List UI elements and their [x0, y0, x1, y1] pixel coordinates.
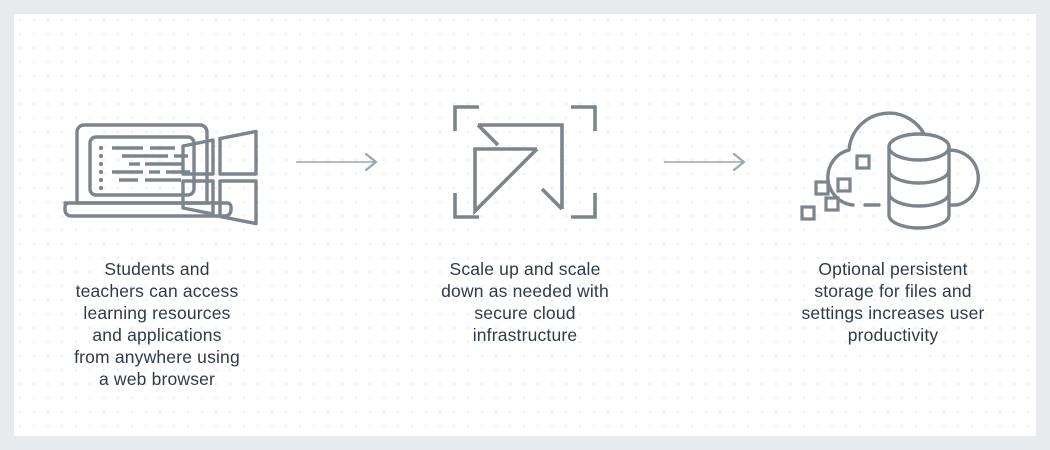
flow-step-caption: Scale up and scale down as needed with s… — [441, 259, 609, 345]
bracket-bottom-right — [571, 193, 597, 219]
laptop-windows-icon — [57, 92, 258, 232]
data-particles-icon — [800, 154, 871, 221]
arrow-right-icon — [664, 152, 746, 172]
arrow-right-icon — [296, 152, 378, 172]
bracket-bottom-left — [453, 193, 479, 219]
database-cylinder-icon — [887, 132, 951, 230]
flow-step-scale: Scale up and scale down as needed with s… — [390, 14, 660, 346]
flow-step-caption: Students and teachers can access learnin… — [74, 259, 240, 389]
flow-connector-2 — [660, 92, 758, 232]
scale-up-arrow — [478, 123, 564, 209]
bracket-top-right — [571, 105, 597, 131]
cloud-database-icon-svg — [800, 111, 980, 230]
windows-logo-icon — [181, 129, 258, 226]
cloud-database-icon — [793, 92, 993, 232]
code-bullets — [98, 145, 104, 191]
process-flow: Students and teachers can access learnin… — [14, 14, 1036, 436]
flow-step-access: Students and teachers can access learnin… — [22, 14, 292, 390]
scale-resize-icon — [445, 92, 605, 232]
code-lines — [112, 146, 190, 182]
diagram-panel: Students and teachers can access learnin… — [14, 14, 1036, 436]
bracket-top-left — [453, 105, 479, 131]
laptop-windows-icon-svg — [63, 123, 258, 226]
flow-connector-1 — [292, 92, 390, 232]
scale-down-arrow — [473, 147, 539, 216]
flow-step-storage: Optional persistent storage for files an… — [758, 14, 1028, 346]
flow-step-caption: Optional persistent storage for files an… — [801, 259, 985, 345]
scale-resize-icon-svg — [453, 105, 597, 219]
cloud-outline — [826, 111, 980, 207]
